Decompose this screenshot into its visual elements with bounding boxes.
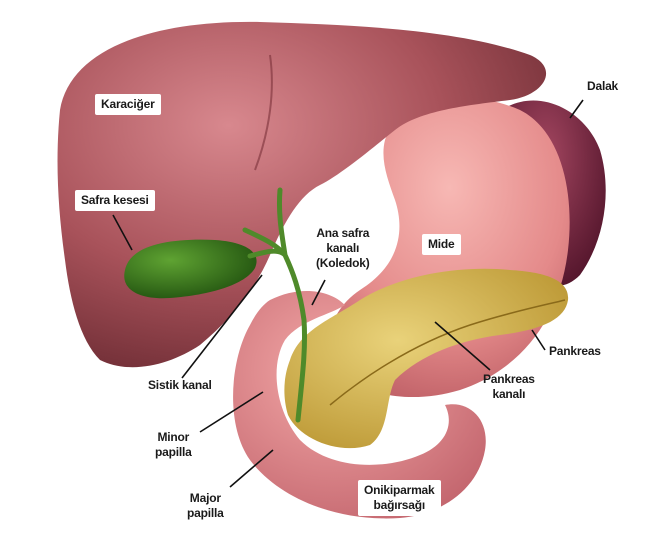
label-dalak: Dalak bbox=[587, 79, 619, 93]
label-minor-papilla: Minor papilla bbox=[155, 430, 192, 459]
label-safra-kesesi: Safra kesesi bbox=[75, 190, 155, 211]
bile-ducts bbox=[242, 187, 308, 423]
duodenum bbox=[233, 290, 486, 519]
liver-fissure bbox=[254, 54, 273, 171]
label-pankreas: Pankreas bbox=[549, 344, 601, 358]
pancreatic-duct bbox=[329, 299, 566, 406]
label-mide: Mide bbox=[422, 234, 461, 255]
label-karaciger: Karaciğer bbox=[95, 94, 161, 115]
gallbladder bbox=[124, 239, 257, 299]
label-sistik-kanal: Sistik kanal bbox=[148, 378, 212, 392]
leader-lines bbox=[112, 99, 584, 488]
label-ana-safra-kanali: Ana safra kanalı (Koledok) bbox=[316, 226, 370, 270]
label-pankreas-kanali: Pankreas kanalı bbox=[483, 372, 535, 401]
label-onikiparmak-bagirsagi: Onikiparmak bağırsağı bbox=[358, 480, 441, 516]
label-major-papilla: Major papilla bbox=[187, 491, 224, 520]
pancreas bbox=[284, 268, 569, 449]
